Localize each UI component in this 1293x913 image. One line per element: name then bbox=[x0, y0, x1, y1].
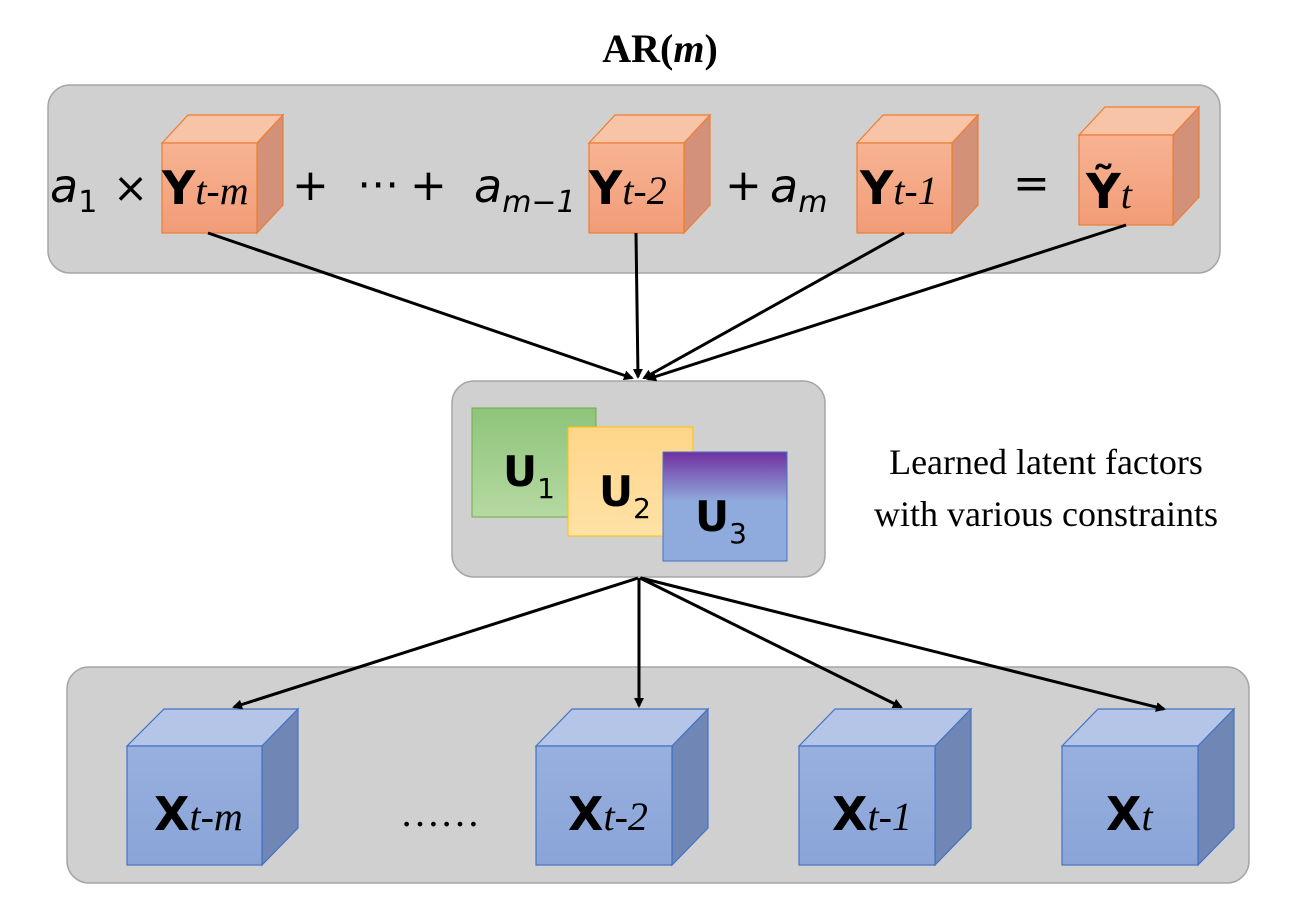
x-base-symbol: X bbox=[1106, 787, 1141, 841]
ellipsis-operator: ⋯ bbox=[357, 159, 399, 208]
y-predicted-cube-t bbox=[1077, 105, 1201, 227]
arrow-y-t-m-to-factors bbox=[207, 231, 634, 381]
title-variable: m bbox=[673, 26, 704, 71]
factor-label: U2 bbox=[599, 467, 651, 525]
x-subscript: t-1 bbox=[867, 794, 911, 839]
x-label-t: Xt bbox=[1106, 787, 1153, 841]
arrow-factors-to-x-t-1 bbox=[639, 576, 903, 709]
x-subscript: t bbox=[1141, 794, 1153, 839]
arrow-factors-to-x-t bbox=[640, 576, 1166, 712]
cube-front-face bbox=[126, 745, 263, 866]
y-subscript: t-m bbox=[195, 168, 248, 213]
plus-operator-2: + bbox=[410, 160, 447, 211]
factor-label: U1 bbox=[503, 447, 555, 505]
latent-factor-u3: U3 bbox=[662, 451, 788, 562]
diagram-title: AR(m) bbox=[602, 26, 718, 71]
coefficient-am-1: am−1 bbox=[474, 159, 576, 220]
cube-front-face bbox=[856, 142, 953, 234]
x-tensor-cube-t-2 bbox=[534, 707, 710, 867]
plus-operator-1: + bbox=[292, 160, 329, 211]
x-base-symbol: X bbox=[832, 787, 867, 841]
cube-front-face bbox=[1061, 745, 1199, 866]
y-base-symbol: Y bbox=[859, 161, 894, 215]
y-base-symbol: Y bbox=[588, 161, 623, 215]
y-tensor-cube-t-2 bbox=[587, 113, 712, 235]
cube-front-face bbox=[535, 745, 673, 866]
y-tensor-cube-t-m bbox=[160, 113, 285, 235]
x-subscript: t-2 bbox=[603, 794, 647, 839]
x-tensor-cube-t-m bbox=[125, 707, 300, 867]
cube-front-face bbox=[1078, 134, 1174, 226]
y-subscript: t-1 bbox=[893, 168, 937, 213]
y-label-t-2: Yt-2 bbox=[588, 161, 667, 215]
arrow-factors-to-x-t-m bbox=[232, 576, 639, 710]
x-label-t-2: Xt-2 bbox=[568, 787, 648, 841]
equals-operator: = bbox=[1013, 158, 1050, 209]
cube-front-face bbox=[798, 745, 936, 866]
x-label-t-1: Xt-1 bbox=[832, 787, 912, 841]
factor-label: U3 bbox=[695, 492, 747, 550]
cube-front-face bbox=[161, 142, 258, 234]
x-subscript: t-m bbox=[189, 794, 242, 839]
y-predicted-label-t: Ỹt bbox=[1085, 163, 1133, 220]
times-operator: × bbox=[113, 163, 148, 212]
y-predicted-symbol: Ỹ bbox=[1085, 163, 1122, 220]
x-tensor-cube-t bbox=[1060, 707, 1236, 867]
arrow-y-t-2-to-factors bbox=[632, 232, 643, 379]
arrow-y-t-1-to-factors bbox=[642, 231, 905, 380]
factor-to-x-arrows bbox=[232, 576, 1166, 712]
x-base-symbol: X bbox=[568, 787, 603, 841]
title-suffix: ) bbox=[704, 26, 717, 71]
x-row-ellipsis: …… bbox=[400, 790, 480, 835]
coefficient-a1: a1 bbox=[50, 159, 97, 220]
arrow-y-pred-to-factors bbox=[646, 223, 1127, 382]
y-subscript: t-2 bbox=[622, 168, 666, 213]
y-base-symbol: Y bbox=[161, 161, 196, 215]
x-base-symbol: X bbox=[154, 787, 189, 841]
y-tensor-cube-t-1 bbox=[855, 113, 980, 235]
title-prefix: AR( bbox=[602, 26, 673, 71]
coefficient-am: am bbox=[770, 159, 827, 220]
y-predicted-subscript: t bbox=[1121, 172, 1133, 217]
factors-caption-line-1: Learned latent factors bbox=[889, 442, 1203, 482]
y-label-t-1: Yt-1 bbox=[859, 161, 938, 215]
factor-card bbox=[662, 451, 788, 562]
y-label-t-m: Yt-m bbox=[161, 161, 249, 215]
factors-caption-line-2: with various constraints bbox=[874, 494, 1218, 534]
y-to-factor-arrows bbox=[207, 223, 1127, 382]
cube-front-face bbox=[588, 142, 685, 234]
plus-operator-3: + bbox=[725, 160, 762, 211]
x-tensor-cube-t-1 bbox=[797, 707, 973, 867]
x-label-t-m: Xt-m bbox=[154, 787, 243, 841]
